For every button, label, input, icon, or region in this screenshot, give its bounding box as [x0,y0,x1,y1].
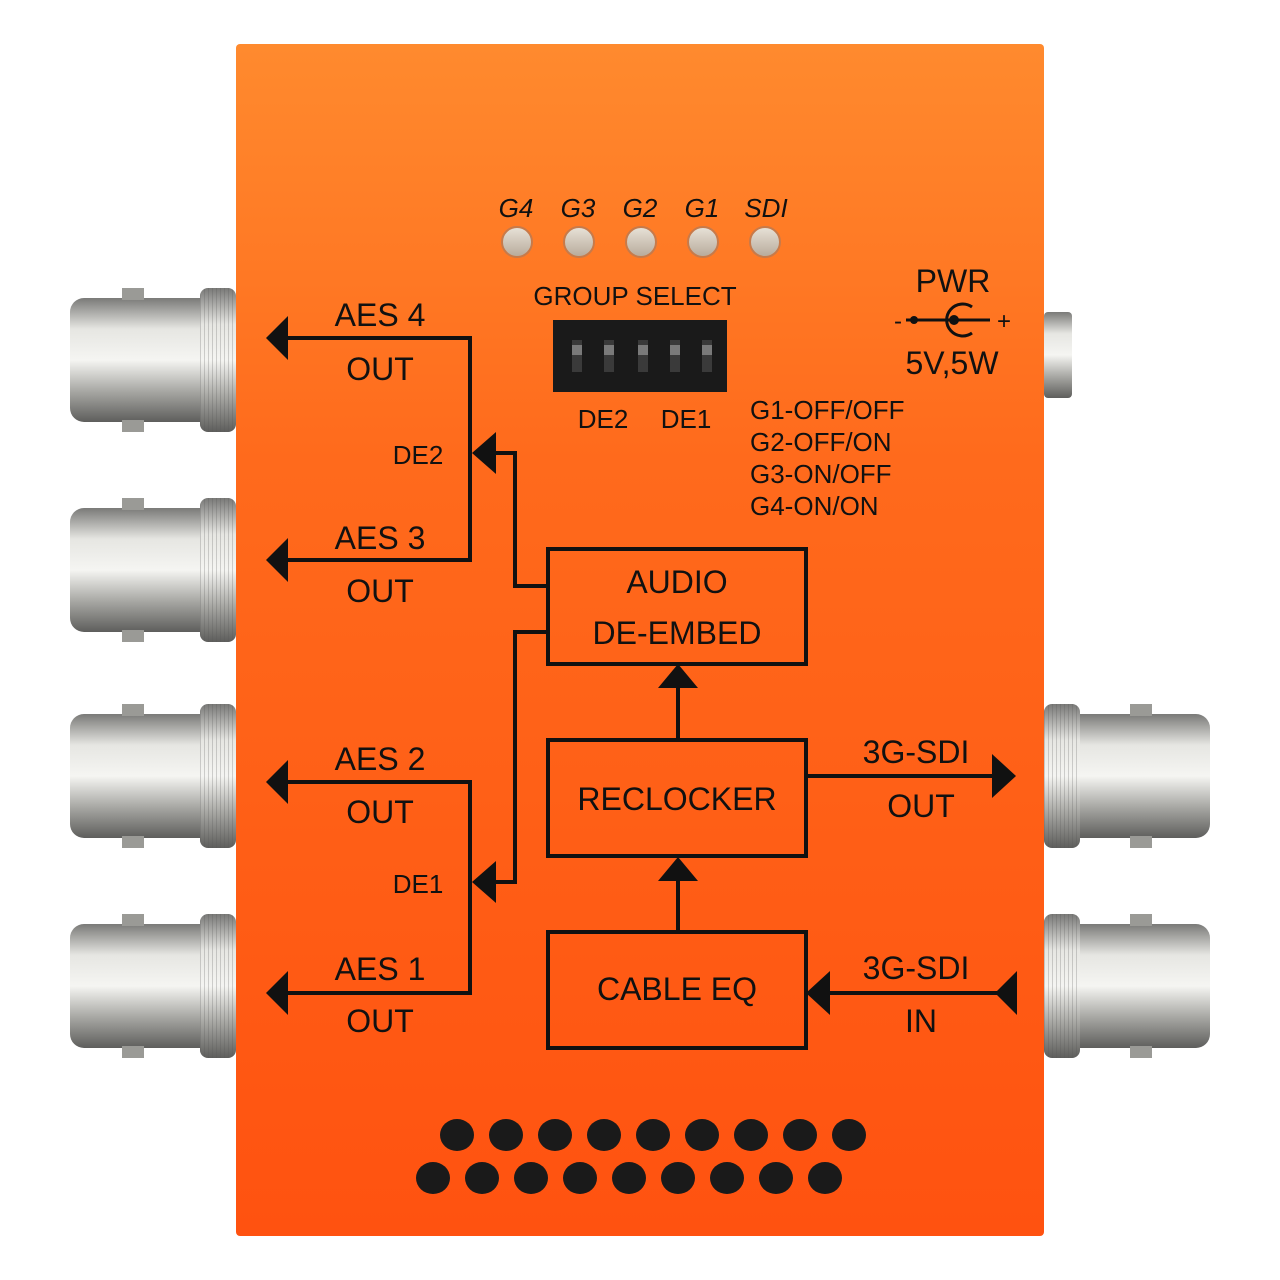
vent-hole [808,1162,842,1194]
sdi-out-label-1: 3G-SDI [863,734,970,770]
dip-label-de1: DE1 [661,404,712,434]
aes1-label-2: OUT [346,1003,414,1039]
arrow-aes3 [266,538,288,582]
vent-hole [685,1119,719,1151]
arrow-de1 [472,861,496,903]
led-label-g1: G1 [685,193,720,223]
vent-hole [759,1162,793,1194]
aes2-label-1: AES 2 [335,741,426,777]
vent-hole [416,1162,450,1194]
polarity-plus: + [997,308,1011,335]
led-sdi-indicator [749,226,781,258]
vent-hole [563,1162,597,1194]
aes4-label-2: OUT [346,351,414,387]
sdi-out-label-2: OUT [887,788,955,824]
audio-block-label-2: DE-EMBED [593,615,762,651]
dip-switch[interactable] [553,320,727,392]
cable-eq-label: CABLE EQ [597,971,757,1007]
power-jack[interactable] [1044,312,1072,398]
aes3-label-2: OUT [346,573,414,609]
de1-label: DE1 [393,869,444,899]
chassis [236,44,1044,1236]
bnc-connector-sdi-in[interactable] [1044,914,1210,1058]
polarity-symbol: - + [894,302,1011,338]
group-mode-3: G3-ON/OFF [750,459,892,489]
vent-hole [636,1119,670,1151]
arrow-aes4 [266,316,288,360]
dip-label-de2: DE2 [578,404,629,434]
audio-deembed-block [546,547,808,666]
led-g3-indicator [563,226,595,258]
group-mode-2: G2-OFF/ON [750,427,892,457]
de2-label: DE2 [393,440,444,470]
vent-hole [710,1162,744,1194]
audio-block-label-1: AUDIO [626,564,727,600]
led-label-g2: G2 [623,193,658,223]
reclocker-label: RECLOCKER [577,781,776,817]
vent-hole [661,1162,695,1194]
vent-hole [783,1119,817,1151]
power-title: PWR [916,263,991,299]
aes2-label-2: OUT [346,794,414,830]
arrow-de2 [472,432,496,474]
arrow-sdi-in-tail [995,971,1017,1015]
arrow-to-reclocker [658,857,698,881]
led-g1-indicator [687,226,719,258]
led-g4-indicator [501,226,533,258]
aes1-label-1: AES 1 [335,951,426,987]
vent-hole [465,1162,499,1194]
arrow-to-audio [658,664,698,688]
signal-lines [283,336,1000,995]
sdi-in-label-1: 3G-SDI [863,950,970,986]
arrow-aes1 [266,971,288,1015]
group-mode-1: G1-OFF/OFF [750,395,905,425]
vent-hole [440,1119,474,1151]
reclocker-block [546,738,808,858]
arrowheads [266,316,1017,1015]
sdi-in-label-2: IN [905,1003,937,1039]
bnc-connector-aes1[interactable] [70,914,236,1058]
bnc-connector-aes2[interactable] [70,704,236,848]
power-rating: 5V,5W [905,345,999,381]
vent-hole [489,1119,523,1151]
vent-hole [734,1119,768,1151]
bnc-connector-aes4[interactable] [70,288,236,432]
led-g2-indicator [625,226,657,258]
arrow-aes2 [266,760,288,804]
vent-holes [416,1119,866,1194]
bnc-connector-sdi-out[interactable] [1044,704,1210,848]
bnc-connector-aes3[interactable] [70,498,236,642]
led-label-sdi: SDI [744,193,787,223]
vent-hole [538,1119,572,1151]
cable-eq-block [546,930,808,1050]
vent-hole [514,1162,548,1194]
vent-hole [832,1119,866,1151]
group-select-title: GROUP SELECT [533,281,736,311]
aes4-label-1: AES 4 [335,297,426,333]
polarity-minus: - [894,308,902,335]
group-mode-4: G4-ON/ON [750,491,879,521]
led-label-g3: G3 [561,193,596,223]
led-label-g4: G4 [499,193,534,223]
arrow-to-cable-eq [806,971,830,1015]
led-row: G4 G3 G2 G1 SDI [499,193,788,258]
arrow-sdi-out [992,754,1016,798]
vent-hole [612,1162,646,1194]
aes3-label-1: AES 3 [335,520,426,556]
vent-hole [587,1119,621,1151]
